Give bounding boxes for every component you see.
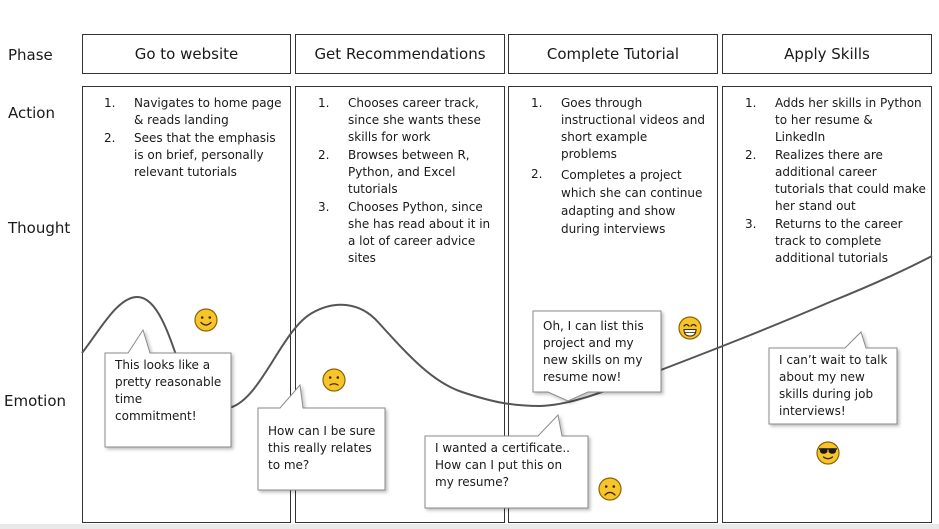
phase-column-complete-tutorial (508, 86, 718, 523)
action-list-get-recommendations: 1. Chooses career track, since she wants … (314, 95, 494, 268)
emotion-curve (81, 255, 933, 410)
phase-header-apply-skills: Apply Skills (722, 34, 932, 74)
phase-header-go-to-website: Go to website (82, 34, 291, 74)
action-text: Completes a project which she can contin… (561, 168, 703, 236)
smiling-face-icon (194, 308, 218, 332)
action-text: Adds her skills in Python to her resume … (775, 96, 922, 144)
row-label-thought: Thought (8, 219, 71, 237)
action-text: Chooses Python, since she has read about… (348, 200, 491, 265)
list-item: 1. Goes through instructional videos and … (527, 95, 707, 163)
thought-bubble-1 (104, 328, 232, 448)
thought-bubble-2 (257, 383, 386, 491)
frowning-face-icon (322, 368, 346, 392)
action-list-go-to-website: 1. Navigates to home page & reads landing… (100, 95, 285, 182)
list-number: 1. (104, 96, 116, 110)
action-list-apply-skills: 1. Adds her skills in Python to her resum… (741, 95, 926, 268)
phase-title: Go to website (134, 45, 239, 63)
list-number: 2. (318, 148, 330, 162)
thought-bubble-3 (424, 413, 589, 509)
list-item: 2. Browses between R, Python, and Excel t… (314, 147, 494, 198)
row-label-action: Action (8, 104, 55, 122)
thought-text-4: Oh, I can list this project and my new s… (543, 319, 644, 384)
action-text: Chooses career track, since she wants th… (348, 96, 481, 144)
action-text: Sees that the emphasis is on brief, pers… (134, 131, 276, 179)
sad-face-icon (598, 477, 622, 501)
list-item: 3. Chooses Python, since she has read abo… (314, 199, 494, 267)
list-item: 1. Adds her skills in Python to her resum… (741, 95, 926, 146)
bottom-divider (0, 524, 939, 529)
list-number: 1. (745, 96, 757, 110)
list-number: 3. (318, 200, 330, 214)
thought-text-3: I wanted a certificate.. How can I put t… (435, 441, 570, 489)
row-label-emotion: Emotion (4, 392, 66, 410)
action-list-complete-tutorial: 1. Goes through instructional videos and … (527, 95, 707, 239)
phase-title: Apply Skills (784, 45, 870, 63)
list-number: 1. (531, 96, 543, 110)
action-text: Navigates to home page & reads landing (134, 96, 282, 127)
phase-column-get-recommendations (295, 86, 505, 523)
action-text: Returns to the career track to complete … (775, 217, 903, 265)
thought-bubble-5 (768, 331, 898, 425)
phase-header-complete-tutorial: Complete Tutorial (508, 34, 718, 74)
list-item: 1. Chooses career track, since she wants … (314, 95, 494, 146)
phase-title: Get Recommendations (314, 45, 486, 63)
list-number: 2. (745, 148, 757, 162)
thought-text-5: I can’t wait to talk about my new skills… (779, 353, 888, 418)
list-item: 3. Returns to the career track to complet… (741, 216, 926, 267)
list-number: 3. (745, 217, 757, 231)
list-item: 2. Completes a project which she can cont… (527, 166, 707, 238)
list-item: 2. Realizes there are additional career t… (741, 147, 926, 215)
phase-title: Complete Tutorial (546, 45, 680, 63)
list-number: 2. (104, 131, 116, 145)
list-number: 1. (318, 96, 330, 110)
action-text: Browses between R, Python, and Excel tut… (348, 148, 470, 196)
thought-text-2: How can I be sure this really relates to… (268, 424, 376, 472)
list-number: 2. (531, 167, 543, 181)
row-label-phase: Phase (8, 46, 53, 64)
thought-bubble-4 (532, 310, 662, 402)
thought-text-1: This looks like a pretty reasonable time… (115, 358, 222, 423)
phase-column-apply-skills (722, 86, 932, 523)
phase-column-go-to-website (82, 86, 291, 523)
phase-header-get-recommendations: Get Recommendations (295, 34, 505, 74)
action-text: Goes through instructional videos and sh… (561, 96, 705, 161)
sunglasses-face-icon (816, 441, 840, 465)
list-item: 1. Navigates to home page & reads landing (100, 95, 285, 129)
action-text: Realizes there are additional career tut… (775, 148, 926, 213)
grinning-face-icon (678, 316, 702, 340)
list-item: 2. Sees that the emphasis is on brief, pe… (100, 130, 285, 181)
